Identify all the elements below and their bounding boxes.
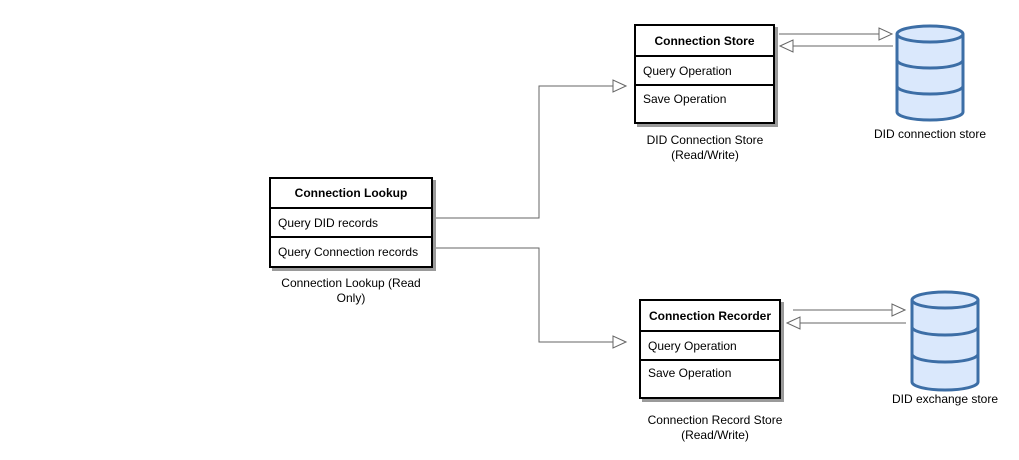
caption-line: Only) [336,291,366,305]
box-row-query-did-records[interactable]: Query DID records [271,209,431,238]
db-label-exchange-store: DID exchange store [891,392,999,406]
connection-store-box[interactable]: Connection Store Query Operation Save Op… [634,24,775,124]
caption-line: Connection Record Store [647,413,783,427]
database-cylinder-icon[interactable] [910,290,980,392]
box-row-save-operation[interactable]: Save Operation [643,92,727,106]
box-row-query-connection-records[interactable]: Query Connection records [278,245,419,259]
box-row-query-operation[interactable]: Query Operation [636,57,773,86]
connection-lookup-box[interactable]: Connection Lookup Query DID records Quer… [269,177,433,268]
caption-line: DID Connection Store [646,133,764,147]
db-label-connection-store: DID connection store [873,127,987,141]
box-title: Connection Lookup [271,179,431,209]
arrowhead-open-icon [612,79,628,93]
lookup-caption: Connection Lookup (Read Only) [262,276,440,306]
database-cylinder-icon[interactable] [895,24,965,122]
connection-recorder-box[interactable]: Connection Recorder Query Operation Save… [639,299,781,399]
caption-line: (Read/Write) [671,148,739,162]
box-row-save-operation[interactable]: Save Operation [648,366,732,380]
box-title: Connection Store [636,26,773,57]
recorder-caption: Connection Record Store (Read/Write) [630,413,800,443]
connector-lookup-to-store[interactable] [432,85,614,219]
box-title: Connection Recorder [641,301,779,332]
arrowhead-open-icon [891,303,907,317]
caption-line: (Read/Write) [681,428,749,442]
arrowhead-open-icon [778,39,794,53]
store-caption: DID Connection Store (Read/Write) [630,133,780,163]
arrowhead-open-icon [612,335,628,349]
arrowhead-open-icon [878,27,894,41]
box-row-query-operation[interactable]: Query Operation [641,332,779,361]
connector-lookup-to-recorder[interactable] [432,247,614,343]
arrowhead-open-icon [785,316,801,330]
caption-line: Connection Lookup (Read [281,276,421,290]
